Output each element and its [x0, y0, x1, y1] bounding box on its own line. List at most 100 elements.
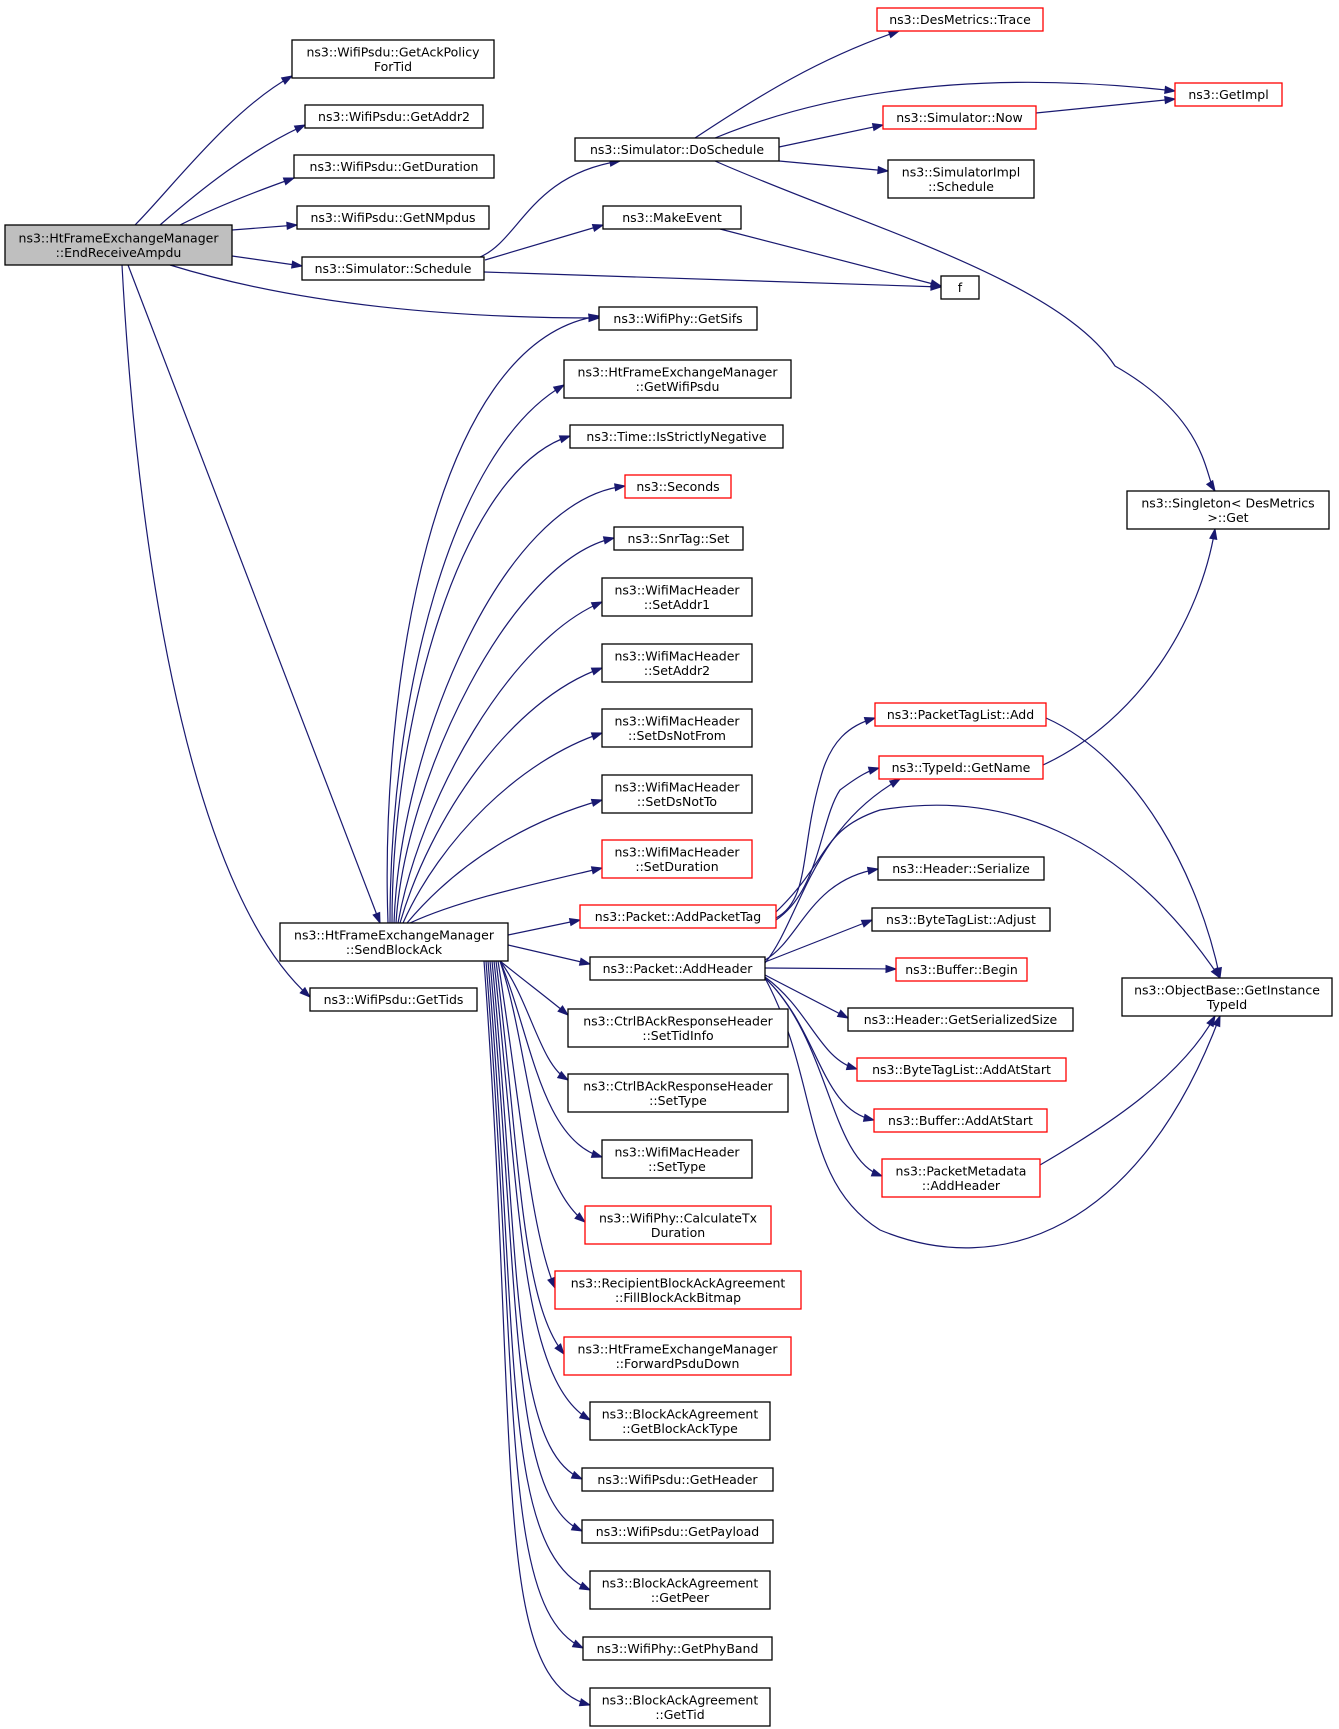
edge-arrowhead: [1213, 966, 1222, 980]
function-node[interactable]: ns3::WifiPsdu::GetHeader: [581, 1467, 774, 1492]
node-label: ns3::MakeEvent: [622, 210, 722, 225]
edge-arrowhead: [570, 1522, 584, 1532]
function-node[interactable]: ns3::CtrlBAckResponseHeader::SetTidInfo: [567, 1008, 789, 1048]
node-box: [601, 1139, 753, 1179]
function-node[interactable]: ns3::WifiPsdu::GetAddr2: [304, 104, 484, 129]
edge-n9-to-n13: [714, 81, 1177, 139]
edge-line: [775, 767, 880, 921]
edge-line: [409, 867, 603, 924]
function-node[interactable]: ns3::HtFrameExchangeManager::ForwardPsdu…: [563, 1336, 792, 1376]
edge-n0-to-n1: [134, 75, 294, 226]
edge-arrowhead: [1205, 479, 1216, 493]
function-node[interactable]: ns3::TypeId::GetName: [878, 755, 1044, 780]
function-node[interactable]: ns3::Buffer::Begin: [895, 957, 1028, 982]
function-node[interactable]: ns3::Seconds: [624, 474, 732, 499]
node-box: [301, 256, 485, 281]
node-label: ::EndReceiveAmpdu: [56, 245, 182, 260]
function-node[interactable]: ns3::Singleton< DesMetrics>::Get: [1126, 490, 1330, 530]
edge-line: [507, 944, 591, 965]
function-node[interactable]: ns3::CtrlBAckResponseHeader::SetType: [567, 1073, 789, 1113]
edge-arrowhead: [578, 1698, 592, 1707]
node-label: ns3::Buffer::AddAtStart: [888, 1113, 1033, 1128]
function-node[interactable]: ns3::Time::IsStrictlyNegative: [569, 424, 784, 449]
node-box: [878, 755, 1044, 780]
edge-line: [719, 228, 942, 287]
function-node[interactable]: ns3::PacketTagList::Add: [874, 702, 1047, 727]
function-node[interactable]: ns3::WifiPsdu::GetPayload: [581, 1519, 774, 1544]
function-node[interactable]: ns3::WifiPsdu::GetDuration: [293, 154, 495, 179]
node-label: ns3::Packet::AddHeader: [603, 961, 754, 976]
function-node[interactable]: ns3::WifiMacHeader::SetDuration: [601, 839, 753, 879]
node-label: ns3::WifiPsdu::GetNMpdus: [310, 210, 475, 225]
node-label: >::Get: [1207, 510, 1248, 525]
node-box: [874, 702, 1047, 727]
function-node[interactable]: ns3::BlockAckAgreement::GetPeer: [589, 1570, 771, 1610]
node-label: ::Schedule: [928, 179, 994, 194]
node-label: ns3::WifiPsdu::GetAckPolicy: [306, 44, 480, 59]
function-node[interactable]: ns3::Simulator::DoSchedule: [574, 137, 780, 162]
function-node[interactable]: ns3::PacketMetadata::AddHeader: [881, 1158, 1041, 1198]
node-box: [589, 1570, 771, 1610]
function-node[interactable]: ns3::Header::GetSerializedSize: [847, 1007, 1074, 1032]
node-label: ns3::Simulator::DoSchedule: [590, 142, 764, 157]
node-label: ns3::HtFrameExchangeManager: [294, 927, 495, 942]
node-label: ns3::Seconds: [636, 479, 719, 494]
edge-n7-to-n6: [386, 313, 601, 924]
function-node[interactable]: ns3::Header::Serialize: [877, 856, 1045, 881]
function-node[interactable]: ns3::SimulatorImpl::Schedule: [887, 159, 1035, 199]
node-box: [940, 275, 980, 300]
function-node[interactable]: ns3::HtFrameExchangeManager::GetWifiPsdu: [563, 359, 792, 399]
node-label: ns3::GetImpl: [1188, 87, 1268, 102]
function-node[interactable]: ns3::BlockAckAgreement::GetTid: [589, 1687, 771, 1727]
edge-arrowhead: [860, 919, 874, 928]
edge-arrowhead: [554, 1343, 565, 1356]
node-box: [293, 154, 495, 179]
edge-arrowhead: [299, 986, 312, 999]
function-node[interactable]: ns3::MakeEvent: [602, 205, 742, 230]
edge-arrowhead: [614, 483, 627, 492]
edge-arrowhead: [578, 1410, 592, 1421]
node-label: ns3::SimulatorImpl: [902, 164, 1020, 179]
node-label: ns3::WifiMacHeader: [614, 713, 740, 728]
edge-arrowhead: [862, 1113, 876, 1122]
edge-n26-to-n42: [775, 804, 1221, 980]
function-node[interactable]: ns3::RecipientBlockAckAgreement::FillBlo…: [554, 1270, 802, 1310]
function-node[interactable]: ns3::GetImpl: [1174, 82, 1283, 107]
node-box: [598, 306, 758, 331]
function-node[interactable]: ns3::Simulator::Schedule: [301, 256, 485, 281]
edge-n5-to-n10: [484, 223, 605, 261]
function-node[interactable]: ns3::WifiMacHeader::SetAddr2: [601, 643, 753, 683]
function-node[interactable]: ns3::WifiPsdu::GetNMpdus: [296, 205, 490, 230]
function-node[interactable]: ns3::WifiMacHeader::SetType: [601, 1139, 753, 1179]
function-node[interactable]: ns3::Packet::AddHeader: [589, 956, 766, 981]
function-node[interactable]: ns3::ByteTagList::Adjust: [871, 907, 1051, 932]
function-node[interactable]: ns3::ByteTagList::AddAtStart: [856, 1057, 1067, 1082]
function-node[interactable]: ns3::WifiMacHeader::SetDsNotFrom: [601, 708, 753, 748]
function-node[interactable]: ns3::Simulator::Now: [882, 105, 1037, 130]
function-node[interactable]: ns3::BlockAckAgreement::GetBlockAckType: [589, 1401, 771, 1441]
function-node[interactable]: ns3::SnrTag::Set: [613, 526, 744, 551]
function-node[interactable]: ns3::WifiPhy::GetSifs: [598, 306, 758, 331]
function-node[interactable]: ns3::Packet::AddPacketTag: [579, 904, 777, 929]
edge-n7-to-n37: [487, 960, 592, 1591]
function-node[interactable]: ns3::WifiMacHeader::SetDsNotTo: [601, 774, 753, 814]
edge-arrowhead: [291, 260, 304, 269]
node-label: ns3::PacketMetadata: [896, 1163, 1027, 1178]
function-node[interactable]: ns3::DesMetrics::Trace: [876, 7, 1044, 32]
function-node[interactable]: ns3::HtFrameExchangeManager::SendBlockAc…: [279, 922, 509, 962]
node-label: ::SetAddr1: [644, 597, 710, 612]
edge-n7-to-n20: [395, 536, 616, 924]
edge-line: [1039, 1015, 1216, 1166]
function-node[interactable]: f: [940, 275, 980, 300]
function-node[interactable]: ns3::WifiPsdu::GetTids: [309, 987, 478, 1012]
edge-arrowhead: [590, 732, 604, 741]
node-box: [584, 1205, 772, 1245]
function-node[interactable]: ns3::Buffer::AddAtStart: [873, 1108, 1048, 1133]
function-node[interactable]: ns3::WifiPhy::GetPhyBand: [582, 1636, 773, 1661]
edge-arrowhead: [836, 1009, 850, 1019]
function-node[interactable]: ns3::WifiMacHeader::SetAddr1: [601, 577, 753, 617]
edge-n7-to-n29: [499, 960, 570, 1081]
